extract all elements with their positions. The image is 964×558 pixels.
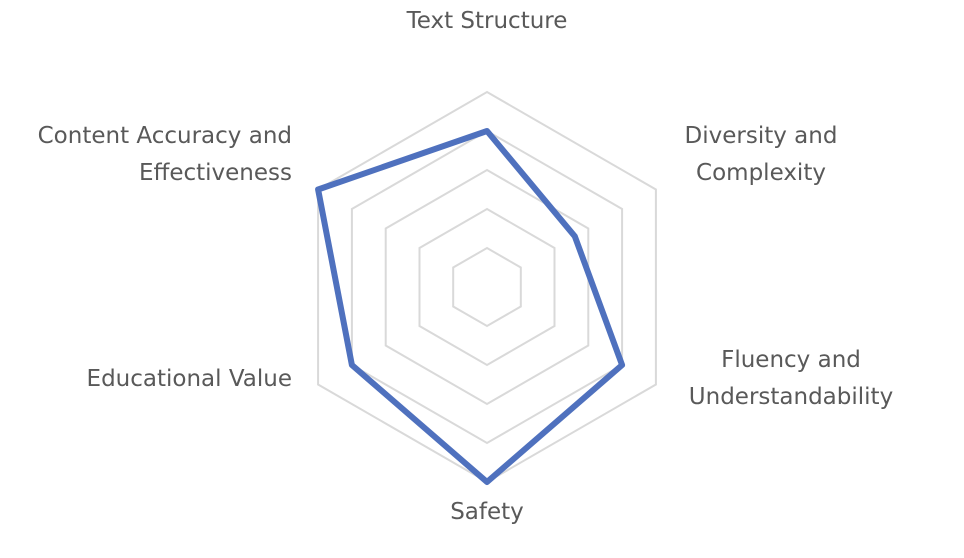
radar-series [315, 128, 626, 485]
axis-label-3: Safety [450, 499, 524, 525]
axis-label-0: Text Structure [406, 8, 568, 34]
radar-grid [317, 90, 657, 484]
grid-ring-4 [350, 129, 624, 445]
axis-label-4: Educational Value [87, 366, 292, 392]
grid-ring-3 [384, 168, 590, 406]
grid-ring-2 [418, 207, 556, 367]
grid-ring-5 [317, 90, 657, 484]
grid-ring-1 [452, 246, 522, 328]
series-line-0 [315, 128, 626, 485]
